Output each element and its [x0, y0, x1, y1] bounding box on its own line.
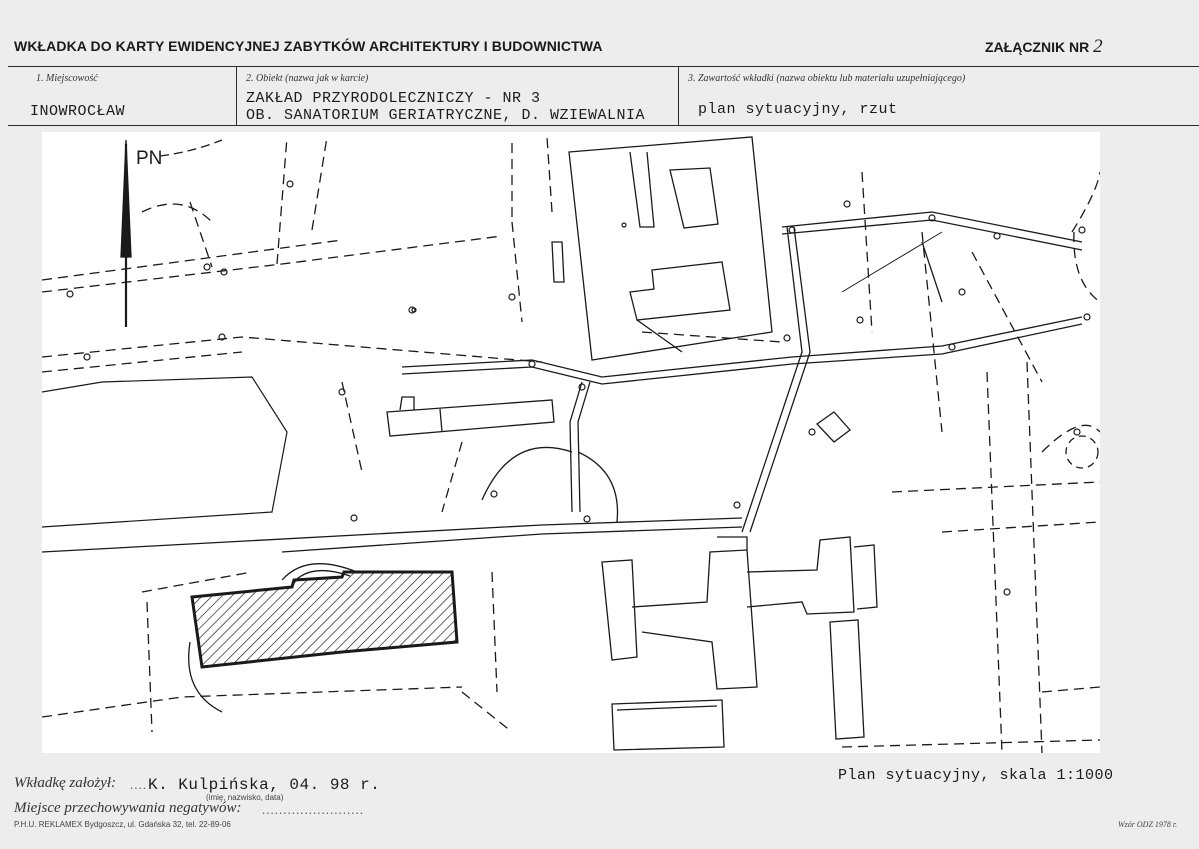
grid-bottom-rule	[8, 125, 1199, 126]
negatives-label: Miejsce przechowywania negatywów:	[14, 800, 242, 816]
content-label: 3. Zawartość wkładki (nazwa obiektu lub …	[688, 73, 966, 84]
site-plan-drawing: PN	[42, 136, 1100, 753]
founder-value: K. Kulpińska, 04. 98 r.	[148, 776, 381, 794]
annex-label-text: ZAŁĄCZNIK NR	[985, 39, 1090, 55]
founder-dots: ....	[130, 777, 147, 792]
grid-divider-2	[678, 66, 679, 125]
locality-value: INOWROCŁAW	[30, 103, 126, 120]
annex-label: ZAŁĄCZNIK NR 2	[985, 36, 1103, 58]
sanatorium-building	[190, 570, 459, 669]
negatives-dots: ........................	[262, 802, 364, 817]
founder-label: Wkładkę założył:	[14, 775, 117, 791]
form-title: WKŁADKA DO KARTY EWIDENCYJNEJ ZABYTKÓW A…	[14, 38, 603, 54]
annex-number: 2	[1093, 36, 1103, 57]
printer-imprint: P.H.U. REKLAMEX Bydgoszcz, ul. Gdańska 3…	[14, 820, 231, 829]
form-pattern: Wzór ODZ 1978 r.	[1118, 820, 1178, 829]
object-line-2: OB. SANATORIUM GERIATRYCZNE, D. WZIEWALN…	[246, 107, 646, 124]
north-label: PN	[136, 148, 162, 169]
site-plan-map: PN	[42, 132, 1100, 753]
grid-divider-1	[236, 66, 237, 125]
grid-top-rule	[8, 66, 1199, 67]
content-value: plan sytuacyjny, rzut	[698, 101, 898, 118]
founder-hint: (imię, nazwisko, data)	[206, 793, 284, 802]
north-arrow-head	[120, 139, 132, 258]
object-line-1: ZAKŁAD PRZYRODOLECZNICZY - NR 3	[246, 90, 541, 107]
object-label: 2. Obiekt (nazwa jak w karcie)	[246, 73, 369, 84]
locality-label: 1. Miejscowość	[36, 73, 98, 84]
plan-caption: Plan sytuacyjny, skala 1:1000	[838, 767, 1114, 784]
